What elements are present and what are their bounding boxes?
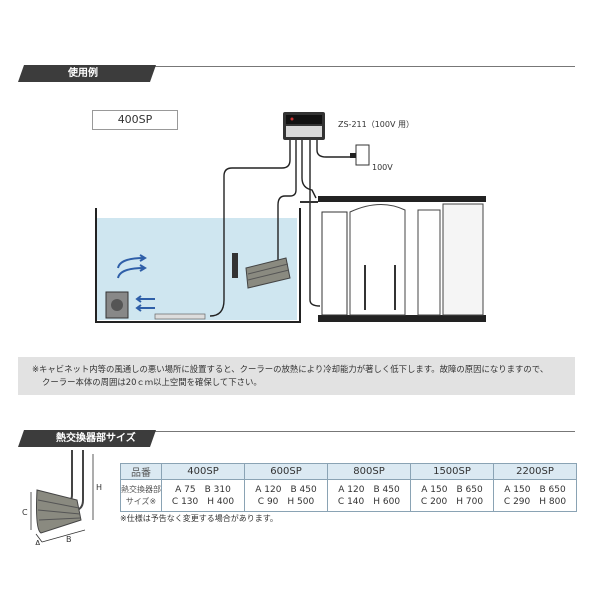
model-header: 1500SP: [410, 463, 494, 480]
controller-icon: [283, 112, 325, 140]
section-header-usage: 使用例: [18, 65, 156, 82]
note-line-2: クーラー本体の周囲は20ｃｍ以上空間を確保して下さい。: [42, 377, 262, 387]
note-line-1: ※キャビネット内等の風通しの悪い場所に設置すると、クーラーの放熱により冷却能力が…: [32, 364, 549, 374]
outlet-label: 100V: [372, 163, 393, 172]
model-label-box: 400SP: [92, 110, 178, 130]
divider: [150, 431, 575, 432]
model-header: 800SP: [327, 463, 411, 480]
size-line: C 130 H 400: [171, 496, 235, 507]
size-line: C 290 H 800: [503, 496, 567, 507]
size-line: C 90 H 500: [257, 496, 315, 507]
section-header-size: 熱交換器部サイズ: [18, 430, 156, 447]
size-line: C 200 H 700: [420, 496, 484, 507]
dim-A: A: [35, 539, 41, 545]
cables: [209, 140, 350, 317]
heat-exchanger-icon: [245, 257, 291, 289]
heater-icon: [154, 313, 206, 320]
flow-arrows-icon: [117, 254, 155, 312]
table-header-row: 品番 400SP 600SP 800SP 1500SP 2200SP: [120, 463, 577, 480]
heat-exchanger-dimension-figure: H C A B: [22, 450, 102, 545]
usage-diagram: [95, 112, 486, 323]
dim-B: B: [66, 535, 72, 544]
outlet-icon: [350, 144, 370, 166]
size-line: A 150 B 650: [504, 484, 566, 495]
cooler-unit-icon: [300, 196, 486, 322]
pump-icon: [105, 291, 129, 319]
size-line: C 140 H 600: [337, 496, 401, 507]
header-label: 品番: [120, 463, 162, 480]
size-line: A 150 B 650: [421, 484, 483, 495]
size-table: 品番 400SP 600SP 800SP 1500SP 2200SP 熱交換器部…: [120, 463, 577, 512]
size-line: A 75 B 310: [175, 484, 231, 495]
dim-H: H: [96, 483, 102, 492]
model-header: 600SP: [244, 463, 328, 480]
sensor-icon: [232, 253, 238, 278]
model-header: 2200SP: [493, 463, 577, 480]
spec-footnote: ※仕様は予告なく変更する場合があります。: [120, 514, 278, 523]
controller-label: ZS-211（100V 用）: [338, 120, 414, 129]
dim-C: C: [22, 508, 28, 517]
row-label-line: 熱交換器部: [121, 484, 161, 494]
row-label-line: サイズ※: [125, 496, 157, 506]
installation-note: ※キャビネット内等の風通しの悪い場所に設置すると、クーラーの放熱により冷却能力が…: [18, 357, 575, 395]
model-header: 400SP: [161, 463, 245, 480]
size-line: A 120 B 450: [255, 484, 317, 495]
row-label: 熱交換器部サイズ※: [120, 479, 162, 512]
divider: [150, 66, 575, 67]
size-line: A 120 B 450: [338, 484, 400, 495]
